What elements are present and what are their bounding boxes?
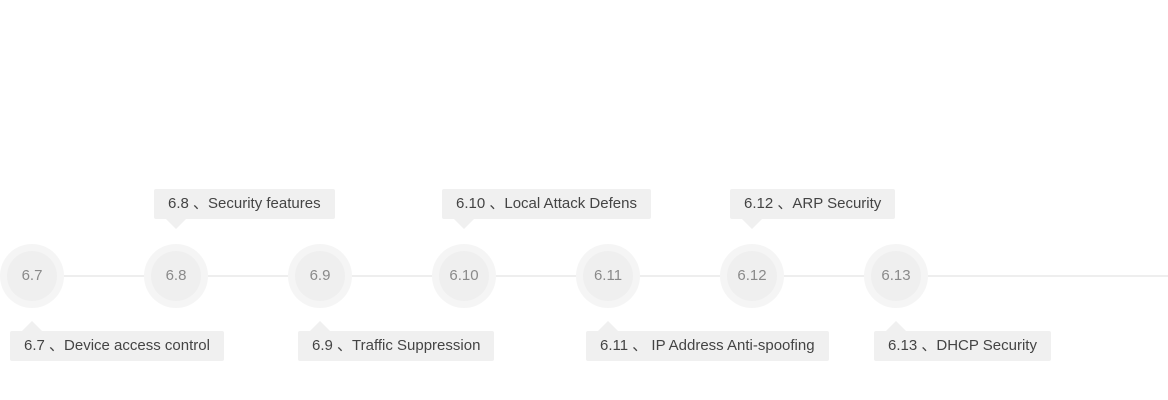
timeline-node-label: 6.12 [727,251,777,301]
callout-device-access-control[interactable]: 6.7 、Device access control [10,321,224,361]
callout-security-features[interactable]: 6.8 、Security features [154,189,335,229]
timeline-node-label: 6.7 [7,251,57,301]
callout-local-attack-defense[interactable]: 6.10 、Local Attack Defens [442,189,651,229]
timeline-node-label: 6.13 [871,251,921,301]
callout-dhcp-security[interactable]: 6.13 、DHCP Security [874,321,1051,361]
timeline-node-6-7[interactable]: 6.7 [0,244,64,308]
timeline-node-6-13[interactable]: 6.13 [864,244,928,308]
timeline-node-6-10[interactable]: 6.10 [432,244,496,308]
timeline-node-label: 6.8 [151,251,201,301]
timeline-node-6-9[interactable]: 6.9 [288,244,352,308]
callout-ip-address-anti-spoofing[interactable]: 6.11 、 IP Address Anti-spoofing [586,321,829,361]
callout-arp-security[interactable]: 6.12 、ARP Security [730,189,896,229]
timeline-node-6-8[interactable]: 6.8 [144,244,208,308]
timeline-node-6-11[interactable]: 6.11 [576,244,640,308]
timeline-node-6-12[interactable]: 6.12 [720,244,784,308]
timeline-node-label: 6.10 [439,251,489,301]
timeline-node-label: 6.9 [295,251,345,301]
timeline-node-label: 6.11 [583,251,633,301]
callout-traffic-suppression[interactable]: 6.9 、Traffic Suppression [298,321,495,361]
